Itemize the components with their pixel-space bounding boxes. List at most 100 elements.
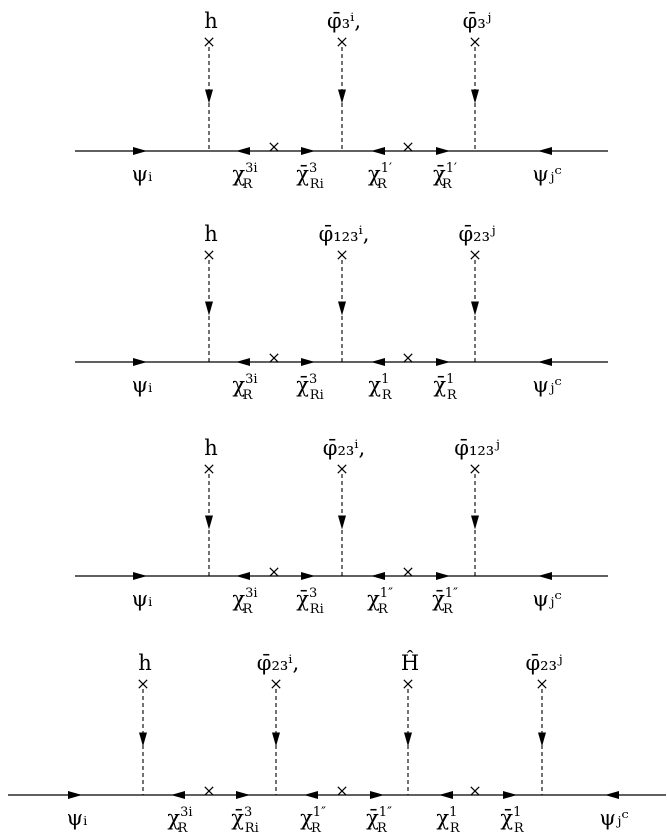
scalar-arrow bbox=[205, 89, 213, 104]
scalar-arrow bbox=[538, 732, 546, 747]
fermion-arrow-3 bbox=[301, 358, 315, 366]
fermion-label-4: χ1″R bbox=[367, 586, 393, 617]
fermion-label-1: ψᵢ bbox=[67, 806, 88, 830]
vev-insertion-cross bbox=[138, 679, 148, 689]
fermion-arrow-1 bbox=[133, 572, 147, 580]
vev-insertion-cross bbox=[271, 679, 281, 689]
vev-insertion-cross bbox=[204, 250, 214, 260]
fermion-arrow-5 bbox=[436, 358, 450, 366]
scalar-leg-1: h bbox=[204, 222, 218, 362]
fermion-label-5: χ̄1″R bbox=[432, 586, 458, 617]
fermion-arrow-1 bbox=[133, 147, 147, 155]
mass-insertion-cross-1 bbox=[269, 567, 279, 577]
scalar-label: φ̄₃ⁱ, bbox=[327, 9, 361, 33]
vev-insertion-cross bbox=[337, 37, 347, 47]
fermion-label-1: ψᵢ bbox=[132, 587, 153, 611]
scalar-leg-1: h bbox=[204, 9, 218, 151]
fermion-label-6: ψⱼᶜ bbox=[532, 162, 561, 186]
scalar-leg-2: φ̄₂₃ⁱ, bbox=[257, 651, 299, 795]
scalar-leg-3: φ̄₂₃ʲ bbox=[458, 222, 496, 362]
scalar-arrow bbox=[272, 732, 280, 747]
mass-insertion-cross-2 bbox=[337, 786, 347, 796]
fermion-arrow-3 bbox=[301, 572, 315, 580]
fermion-arrow-2 bbox=[236, 358, 250, 366]
vev-insertion-cross bbox=[204, 464, 214, 474]
scalar-leg-2: φ̄₁₂₃ⁱ, bbox=[319, 222, 370, 362]
fermion-label-4: χ1″R bbox=[300, 805, 326, 836]
mass-insertion-cross-2 bbox=[403, 353, 413, 363]
vev-insertion-cross bbox=[403, 679, 413, 689]
fermion-label-5: χ̄1″R bbox=[366, 805, 392, 836]
fermion-label-6: ψⱼᶜ bbox=[532, 587, 561, 611]
scalar-leg-1: h bbox=[204, 436, 218, 576]
scalar-label: h bbox=[204, 436, 218, 460]
fermion-arrow-6 bbox=[538, 358, 552, 366]
scalar-leg-4: φ̄₂₃ʲ bbox=[525, 651, 563, 795]
fermion-arrow-3 bbox=[301, 147, 315, 155]
fermion-arrow-5 bbox=[436, 572, 450, 580]
scalar-label: φ̄₂₃ⁱ, bbox=[257, 651, 299, 675]
fermion-arrow-7 bbox=[503, 791, 517, 799]
fermion-arrow-2 bbox=[236, 147, 250, 155]
fermion-label-5: χ̄1′R bbox=[433, 161, 457, 192]
scalar-leg-3: φ̄₃ʲ bbox=[463, 9, 492, 151]
mass-insertion-cross-2 bbox=[403, 142, 413, 152]
scalar-label: φ̄₁₂₃ⁱ, bbox=[319, 222, 370, 246]
fermion-label-4: χ1′R bbox=[368, 161, 392, 192]
vev-insertion-cross bbox=[470, 37, 480, 47]
vev-insertion-cross bbox=[470, 464, 480, 474]
scalar-arrow bbox=[471, 515, 479, 530]
fermion-arrow-6 bbox=[439, 791, 453, 799]
scalar-leg-3: Ĥ bbox=[401, 651, 419, 795]
fermion-arrow-2 bbox=[171, 791, 185, 799]
scalar-arrow bbox=[338, 89, 346, 104]
vev-insertion-cross bbox=[337, 250, 347, 260]
fermion-arrow-1 bbox=[133, 358, 147, 366]
scalar-label: φ̄₃ʲ bbox=[463, 9, 492, 33]
scalar-arrow bbox=[205, 515, 213, 530]
mass-insertion-cross-3 bbox=[470, 786, 480, 796]
scalar-label: Ĥ bbox=[401, 651, 419, 675]
fermion-arrow-3 bbox=[236, 791, 250, 799]
fermion-arrow-2 bbox=[236, 572, 250, 580]
vev-insertion-cross bbox=[204, 37, 214, 47]
mass-insertion-cross-2 bbox=[403, 567, 413, 577]
vev-insertion-cross bbox=[470, 250, 480, 260]
mass-insertion-cross-1 bbox=[269, 142, 279, 152]
scalar-arrow bbox=[139, 732, 147, 747]
scalar-arrow bbox=[338, 301, 346, 316]
mass-insertion-cross-1 bbox=[269, 353, 279, 363]
fermion-arrow-6 bbox=[538, 572, 552, 580]
scalar-arrow bbox=[338, 515, 346, 530]
scalar-leg-2: φ̄₂₃ⁱ, bbox=[323, 436, 365, 576]
fermion-arrow-4 bbox=[371, 147, 385, 155]
scalar-label: h bbox=[204, 222, 218, 246]
fermion-label-1: ψᵢ bbox=[132, 373, 153, 397]
scalar-label: h bbox=[204, 9, 218, 33]
fermion-label-8: ψⱼᶜ bbox=[599, 806, 628, 830]
fermion-arrow-4 bbox=[371, 572, 385, 580]
fermion-arrow-8 bbox=[605, 791, 619, 799]
scalar-label: φ̄₂₃ⁱ, bbox=[323, 436, 365, 460]
scalar-label: φ̄₂₃ʲ bbox=[525, 651, 562, 675]
scalar-leg-1: h bbox=[138, 651, 152, 795]
scalar-label: φ̄₂₃ʲ bbox=[458, 222, 495, 246]
fermion-arrow-5 bbox=[370, 791, 384, 799]
fermion-arrow-4 bbox=[371, 358, 385, 366]
scalar-label: φ̄₁₂₃ʲ bbox=[454, 436, 500, 460]
vev-insertion-cross bbox=[337, 464, 347, 474]
